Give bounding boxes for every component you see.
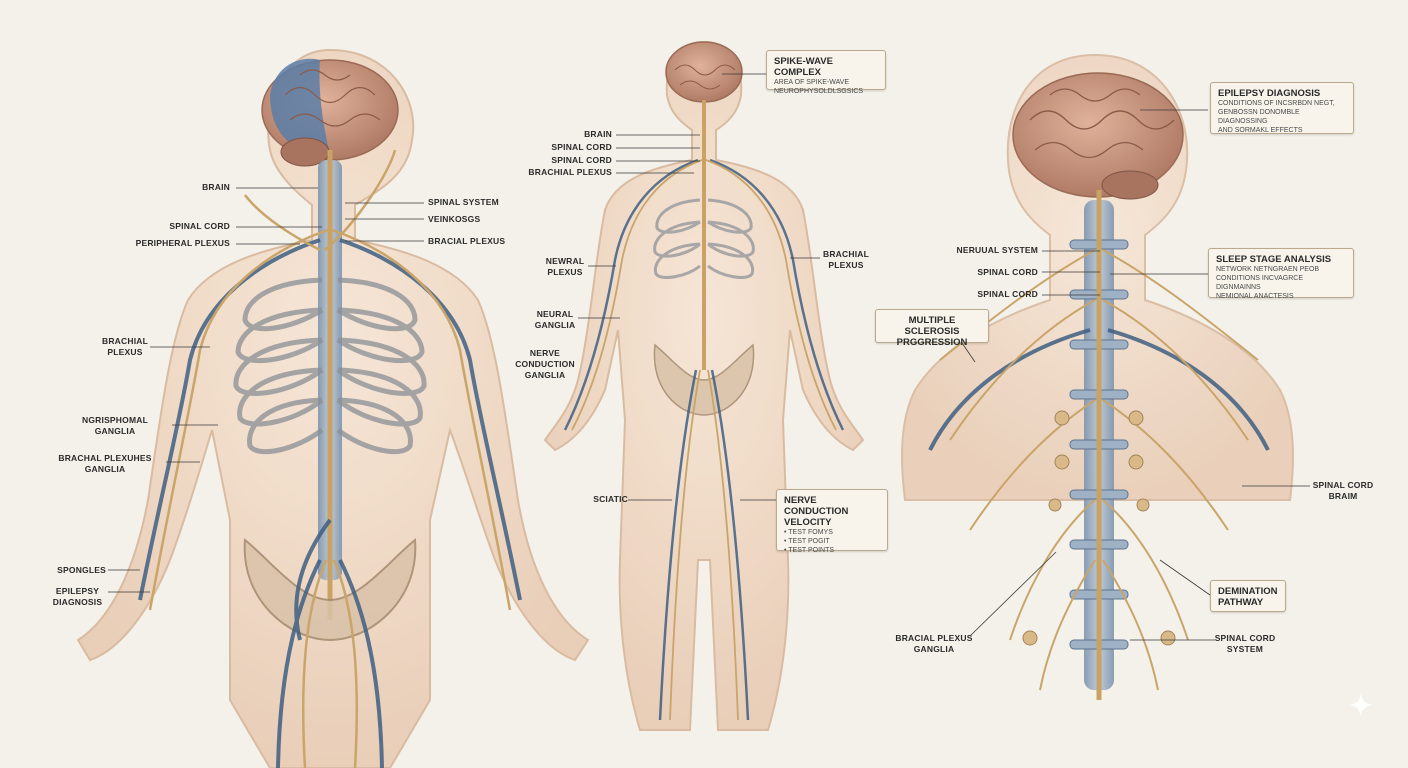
label-brain-middle: BRAIN [584, 129, 612, 139]
right-ganglia [1022, 410, 1176, 646]
callout-spike-wave-title: SPIKE-WAVE COMPLEX [774, 56, 833, 78]
left-brain-lobe [270, 58, 330, 155]
right-nerves [939, 249, 1259, 691]
sparkle-icon [1348, 692, 1374, 718]
callout-sleep-title: SLEEP STAGE ANALYSIS [1216, 254, 1332, 265]
callout-epilepsy-diagnosis: EPILEPSY DIAGNOSIS CONDITIONS OF INCSRBD… [1210, 82, 1354, 134]
leader-lines [108, 73, 1310, 641]
label-brachial-plexus-middle: BRACHIAL PLEXUS [528, 167, 612, 177]
label-spinal-cord-right-2: SPINAL CORD [977, 289, 1038, 299]
middle-brain-folds [674, 64, 736, 90]
label-bracial-plexus-left: BRACIAL PLEXUS [428, 236, 506, 246]
label-veinkosgs: VEINKOSGS [428, 214, 481, 224]
middle-vessels [563, 158, 845, 721]
left-nerves [148, 149, 512, 768]
left-ribs [233, 277, 427, 455]
label-peripheral-plexus: PERIPHERAL PLEXUS [135, 238, 230, 248]
callout-sleep-stage-analysis: SLEEP STAGE ANALYSIS NETWORK NETNGRAEN P… [1208, 248, 1354, 300]
left-vessels [138, 238, 522, 768]
label-spinal-cord-left: SPINAL CORD [169, 221, 230, 231]
right-vessels [928, 328, 1270, 451]
label-spinal-cord-middle-2: SPINAL CORD [551, 155, 612, 165]
label-spinal-system: SPINAL SYSTEM [428, 197, 499, 207]
callout-epilepsy-title: EPILEPSY DIAGNOSIS [1218, 88, 1321, 99]
right-cerebellum [1101, 170, 1159, 200]
callout-epilepsy-desc: CONDITIONS OF INCSRBDN NEGT,GENBOSSN DON… [1218, 100, 1335, 134]
label-neruual-system: NERUUAL SYSTEM [956, 245, 1038, 255]
left-pelvis [243, 538, 417, 642]
callout-ncv-points: • TEST FOMYS• TEST POGIT• TEST POINTS [784, 529, 835, 554]
label-sciatic: SCIATIC [593, 494, 628, 504]
label-spinal-cord-middle-1: SPINAL CORD [551, 142, 612, 152]
middle-brain [665, 41, 743, 103]
label-brain-left: BRAIN [202, 182, 230, 192]
label-spongles: SPONGLES [57, 565, 106, 575]
middle-nerves [571, 159, 837, 721]
middle-ribs [653, 198, 755, 279]
left-brain-folds [284, 69, 381, 127]
right-brain [1012, 72, 1184, 198]
left-figure [76, 48, 590, 768]
right-brain-folds [1029, 88, 1175, 159]
right-figure [901, 53, 1294, 700]
middle-figure [543, 40, 865, 731]
label-spinal-cord-right-1: SPINAL CORD [977, 267, 1038, 277]
